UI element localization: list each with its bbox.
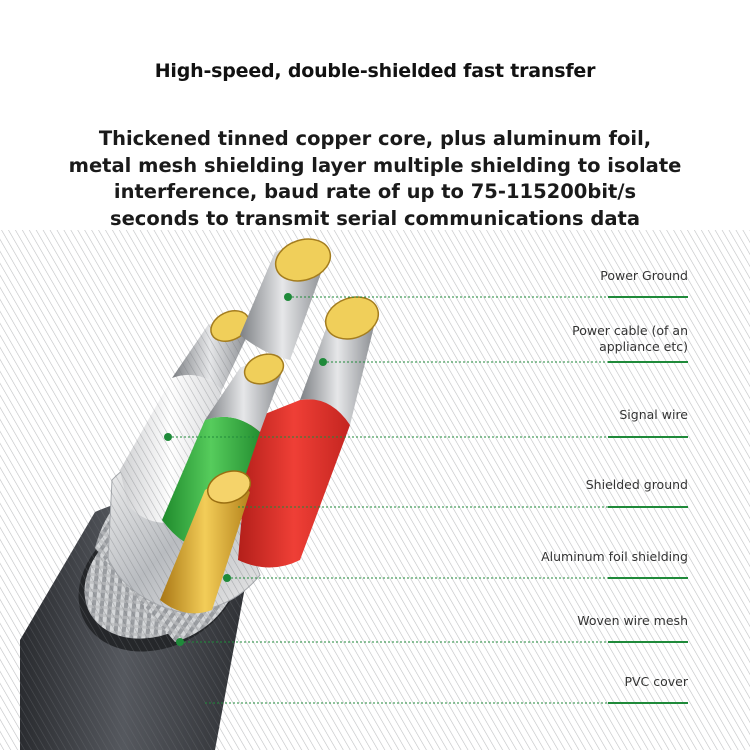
label-signal-wire: Signal wire — [619, 407, 688, 423]
label-pvc-cover: PVC cover — [624, 674, 688, 690]
label-power-ground: Power Ground — [600, 268, 688, 284]
label-line: PVC cover — [624, 674, 688, 689]
bare-strand-wire — [240, 238, 332, 360]
description-line: interference, baud rate of up to 75-1152… — [113, 180, 637, 203]
description-line: metal mesh shielding layer multiple shie… — [68, 153, 682, 177]
label-line: Shielded ground — [585, 477, 688, 492]
copper-drain-wire — [160, 470, 252, 614]
label-aluminum-foil-shielding: Aluminum foil shielding — [541, 549, 688, 565]
description-line: Thickened tinned copper core, plus alumi… — [98, 127, 652, 150]
label-shielded-ground: Shielded ground — [586, 477, 688, 493]
label-line: Woven wire mesh — [577, 613, 688, 628]
red-wire — [238, 296, 380, 568]
cable-cutaway-illustration — [0, 230, 750, 750]
label-power-cable: Power cable (of an appliance etc) — [572, 323, 688, 355]
label-line: Aluminum foil shielding — [541, 549, 688, 564]
label-line: Power cable (of an — [572, 323, 688, 338]
label-line: Signal wire — [619, 407, 688, 422]
description: Thickened tinned copper core, plus alumi… — [40, 126, 710, 232]
label-line: appliance etc) — [599, 339, 688, 354]
label-woven-wire-mesh: Woven wire mesh — [577, 613, 688, 629]
description-line: seconds to transmit serial communication… — [109, 206, 641, 230]
label-line: Power Ground — [600, 268, 688, 283]
headline: High-speed, double-shielded fast transfe… — [154, 60, 596, 82]
